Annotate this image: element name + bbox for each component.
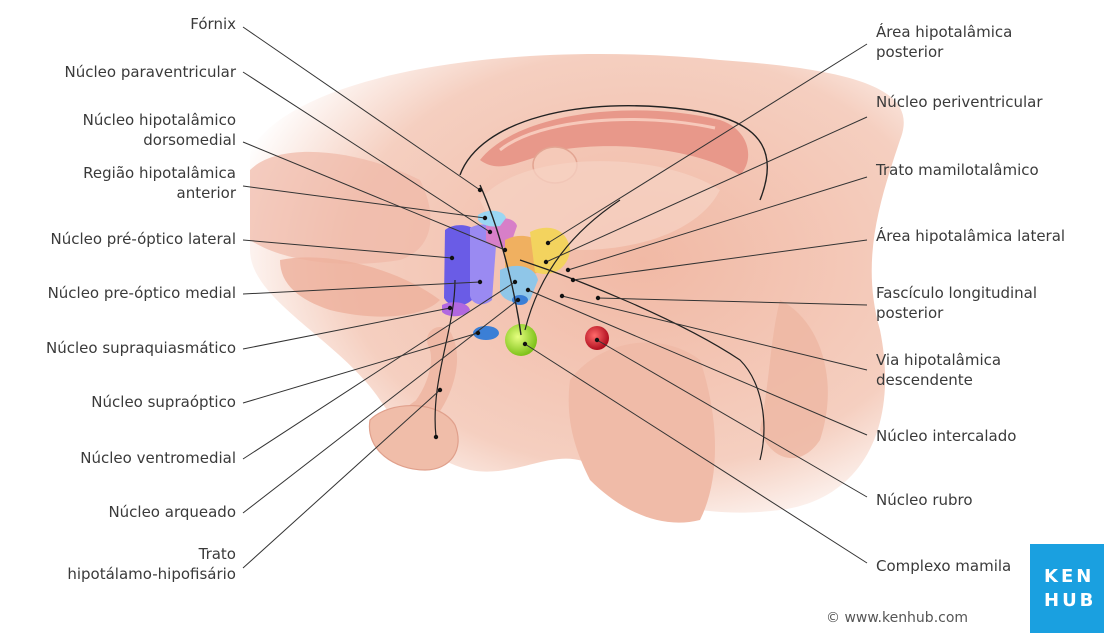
label-preoptico-medial-line: Núcleo pre-óptico medial [48,283,236,303]
label-mamilotalamico: Trato mamilotalâmico [876,160,1039,180]
label-via-descendente-line2: descendente [876,370,1001,390]
label-intercalado: Núcleo intercalado [876,426,1016,446]
label-fasciculo-line2: posterior [876,303,1037,323]
label-mamilar: Complexo mamila [876,556,1011,576]
label-fornix-line: Fórnix [190,14,236,34]
label-dorsomedial-line2: dorsomedial [83,130,236,150]
label-area-posterior-line1: Área hipotalâmica [876,22,1012,42]
label-area-posterior-line2: posterior [876,42,1012,62]
label-preoptico-lateral-line: Núcleo pré-óptico lateral [50,229,236,249]
label-trato-hipofisario-line2: hipotálamo-hipofisário [67,564,236,584]
label-intercalado-line: Núcleo intercalado [876,426,1016,446]
kenhub-logo: KEN HUB [1030,544,1104,633]
label-fornix: Fórnix [190,14,236,34]
label-paraventricular: Núcleo paraventricular [65,62,237,82]
label-dorsomedial-line1: Núcleo hipotalâmico [83,110,236,130]
label-supraoptico-line: Núcleo supraóptico [91,392,236,412]
label-mamilar-line: Complexo mamila [876,556,1011,576]
label-area-lateral: Área hipotalâmica lateral [876,226,1065,246]
label-ventromedial: Núcleo ventromedial [80,448,236,468]
label-dorsomedial: Núcleo hipotalâmico dorsomedial [83,110,236,150]
label-anterior: Região hipotalâmica anterior [83,163,236,203]
label-rubro-line: Núcleo rubro [876,490,973,510]
label-arqueado-line: Núcleo arqueado [108,502,236,522]
label-trato-hipofisario: Trato hipotálamo-hipofisário [67,544,236,584]
complexo-mamilar [505,324,537,356]
label-area-posterior: Área hipotalâmica posterior [876,22,1012,62]
label-ventromedial-line: Núcleo ventromedial [80,448,236,468]
label-periventricular-line: Núcleo periventricular [876,92,1043,112]
label-fasciculo: Fascículo longitudinal posterior [876,283,1037,323]
label-periventricular: Núcleo periventricular [876,92,1043,112]
label-supraquiasmatico: Núcleo supraquiasmático [46,338,236,358]
label-via-descendente: Via hipotalâmica descendente [876,350,1001,390]
label-via-descendente-line1: Via hipotalâmica [876,350,1001,370]
label-arqueado: Núcleo arqueado [108,502,236,522]
label-rubro: Núcleo rubro [876,490,973,510]
pituitary-gland [369,406,458,470]
label-preoptico-medial: Núcleo pre-óptico medial [48,283,236,303]
kenhub-logo-line1: KEN [1044,566,1094,587]
label-supraoptico: Núcleo supraóptico [91,392,236,412]
label-fasciculo-line1: Fascículo longitudinal [876,283,1037,303]
kenhub-logo-line2: HUB [1044,590,1096,611]
label-area-lateral-line: Área hipotalâmica lateral [876,226,1065,246]
label-mamilotalamico-line: Trato mamilotalâmico [876,160,1039,180]
label-trato-hipofisario-line1: Trato [67,544,236,564]
label-supraquiasmatico-line: Núcleo supraquiasmático [46,338,236,358]
label-anterior-line1: Região hipotalâmica [83,163,236,183]
label-anterior-line2: anterior [83,183,236,203]
brainstem [569,343,715,523]
label-paraventricular-line: Núcleo paraventricular [65,62,237,82]
label-preoptico-lateral: Núcleo pré-óptico lateral [50,229,236,249]
copyright-text: © www.kenhub.com [826,610,968,626]
